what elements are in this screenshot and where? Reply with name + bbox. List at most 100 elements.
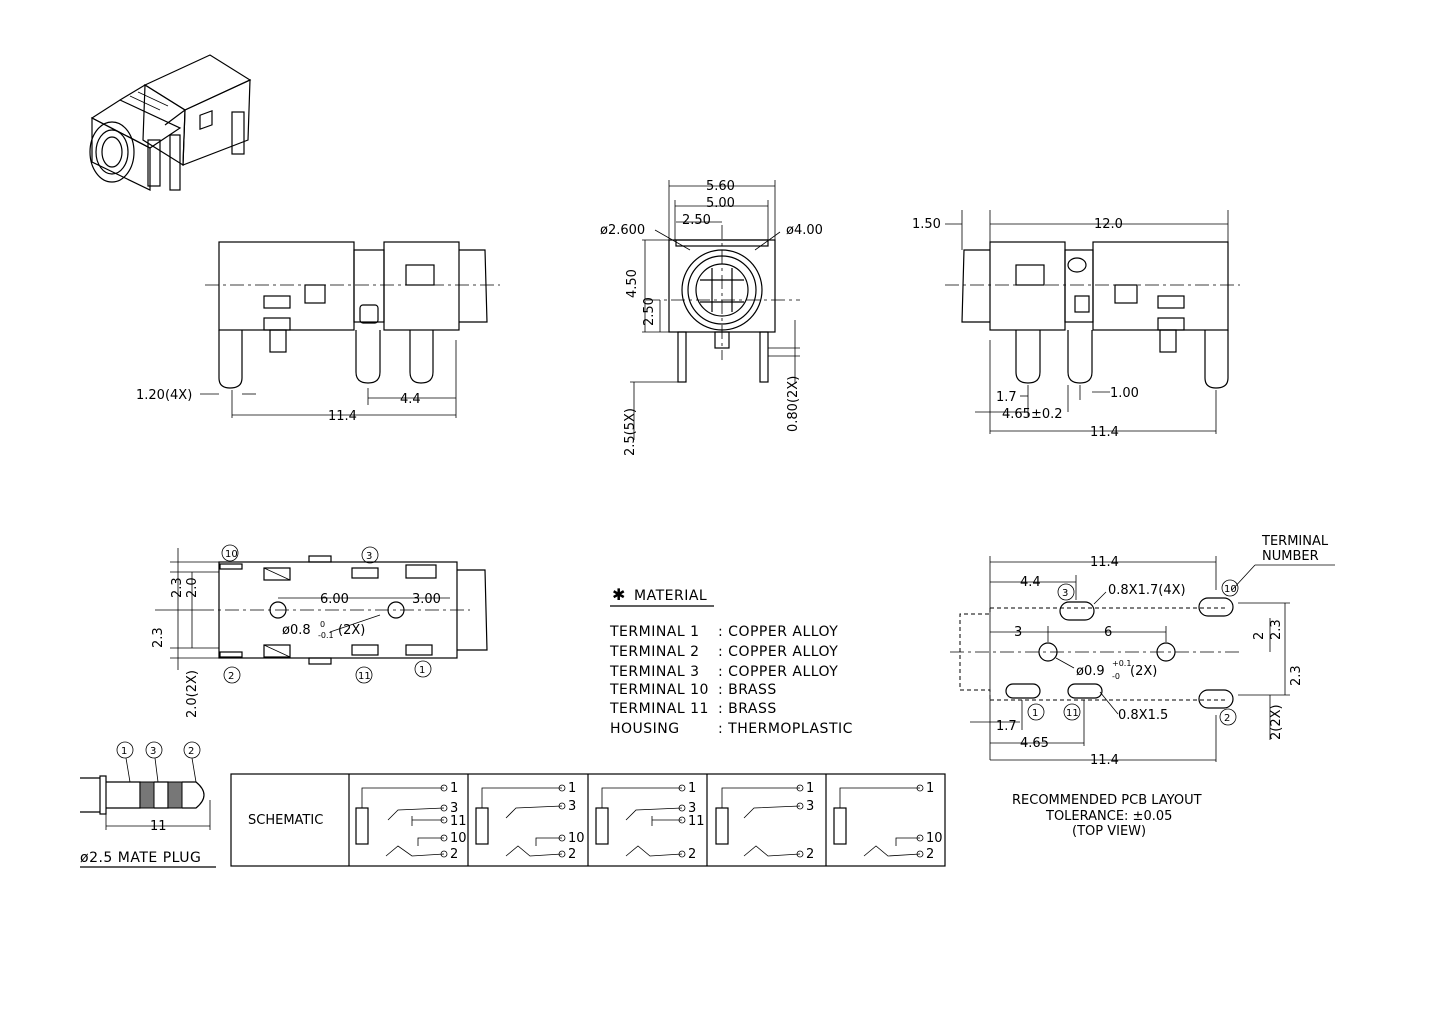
- pcb-dim-465: 4.65: [1020, 736, 1049, 751]
- pcb-dim-hole-main: ø0.9: [1076, 664, 1105, 679]
- schematic-cell-2: 1 3 10 2: [475, 781, 585, 862]
- left-side-view: 1.20(4X) 11.4 4.4: [136, 241, 500, 424]
- material-row-value: : COPPER ALLOY: [718, 644, 838, 660]
- pcb-terminal-10: 10: [1224, 584, 1237, 595]
- pcb-dim-2: 2: [1252, 632, 1267, 640]
- bottom-terminal-1: 1: [419, 665, 425, 676]
- dim-pin-pitch: 4.4: [400, 392, 421, 407]
- plug-dim-length: 11: [150, 819, 167, 834]
- pcb-dim-hole-tol-bottom: -0: [1112, 672, 1120, 681]
- schematic-table: SCHEMATIC 1 3 11 10 2: [230, 773, 946, 867]
- material-row-label: HOUSING: [610, 721, 680, 737]
- pcb-label-terminal: TERMINAL: [1261, 534, 1329, 549]
- dim-hole-main: ø0.8: [282, 623, 311, 638]
- pin-label: 3: [568, 799, 576, 814]
- dim-end: 3.00: [412, 592, 441, 607]
- pin-label: 1: [926, 781, 934, 796]
- dim-20-2x: 2.0(2X): [185, 670, 200, 718]
- dim-hole-qty: (2X): [338, 623, 365, 638]
- material-row-value: : COPPER ALLOY: [718, 624, 838, 640]
- pcb-dim-23-b: 2.3: [1289, 665, 1304, 686]
- bottom-terminal-3: 3: [366, 551, 372, 562]
- pcb-terminal-11: 11: [1066, 708, 1079, 719]
- dim-23-top: 2.3: [170, 577, 185, 598]
- dim-pin-width: 1.20(4X): [136, 388, 192, 403]
- pin-label: 2: [568, 847, 576, 862]
- plug-terminal-2: 2: [188, 746, 194, 757]
- bottom-terminal-2: 2: [228, 671, 234, 682]
- pcb-dim-hole-qty: (2X): [1130, 664, 1157, 679]
- pcb-dim-3: 3: [1014, 625, 1022, 640]
- pin-label: 1: [806, 781, 814, 796]
- pin-label: 2: [688, 847, 696, 862]
- material-row-value: : COPPER ALLOY: [718, 664, 838, 680]
- pcb-caption-2: TOLERANCE: ±0.05: [1045, 809, 1172, 824]
- dim-hole-tol-top: 0: [320, 620, 325, 629]
- schematic-cell-3: 1 3 11 2: [595, 781, 705, 862]
- pcb-dim-17: 1.7: [996, 719, 1017, 734]
- plug-terminal-3: 3: [150, 746, 156, 757]
- plug-terminal-1: 1: [121, 746, 127, 757]
- pcb-dim-slot-top: 0.8X1.7(4X): [1108, 583, 1186, 598]
- material-row-label: TERMINAL 11: [609, 701, 709, 717]
- plug-caption: ø2.5 MATE PLUG: [80, 850, 201, 866]
- pcb-caption-3: (TOP VIEW): [1072, 824, 1146, 839]
- pcb-layout: 3 10 1 11 2 TERMINAL NUMBER 11.4 4.4 0.8…: [950, 534, 1335, 839]
- material-row-value: : THERMOPLASTIC: [718, 721, 853, 737]
- pin-label: 10: [568, 831, 585, 846]
- material-row-label: TERMINAL 2: [609, 644, 700, 660]
- material-table: ✱ MATERIAL TERMINAL 1 : COPPER ALLOY TER…: [609, 585, 853, 737]
- dim-pin-thickness: 0.80(2X): [786, 376, 801, 432]
- pcb-terminal-1: 1: [1032, 708, 1038, 719]
- pin-label: 10: [926, 831, 943, 846]
- dim-overall: 11.4: [328, 409, 357, 424]
- mate-plug: 1 3 2 11 ø2.5 MATE PLUG: [80, 741, 216, 868]
- material-row-label: TERMINAL 1: [609, 624, 700, 640]
- pin-label: 2: [926, 847, 934, 862]
- pin-label: 11: [450, 814, 467, 829]
- pin-label: 3: [450, 801, 458, 816]
- dim-half: 2.50: [682, 213, 711, 228]
- pin-label: 2: [450, 847, 458, 862]
- dim-offset: 1.50: [912, 217, 941, 232]
- dim-length: 12.0: [1094, 217, 1123, 232]
- pcb-dim-overall-bottom: 11.4: [1090, 753, 1119, 768]
- pcb-dim-2-2x: 2(2X): [1269, 704, 1284, 740]
- dim-hole-dia: ø2.600: [600, 223, 645, 238]
- material-row-value: : BRASS: [718, 682, 777, 698]
- dim-hole-spacing: 6.00: [320, 592, 349, 607]
- pin-label: 1: [568, 781, 576, 796]
- asterisk-icon: ✱: [612, 585, 625, 604]
- dim-outer-dia: ø4.00: [786, 223, 823, 238]
- dim-c: 4.65±0.2: [1002, 407, 1063, 422]
- bottom-terminal-11: 11: [358, 671, 371, 682]
- dim-overall-right: 11.4: [1090, 425, 1119, 440]
- pin-label: 3: [688, 801, 696, 816]
- dim-23-left: 2.3: [151, 627, 166, 648]
- schematic-cell-4: 1 3 2: [715, 781, 814, 862]
- pin-label: 1: [450, 781, 458, 796]
- pcb-dim-hole-tol-top: +0.1: [1112, 659, 1131, 668]
- pin-label: 3: [806, 799, 814, 814]
- pcb-dim-slot-bottom: 0.8X1.5: [1118, 708, 1168, 723]
- pin-label: 2: [806, 847, 814, 862]
- bottom-terminal-10: 10: [225, 549, 238, 560]
- schematic-cell-5: 1 10 2: [833, 781, 943, 862]
- dim-height: 4.50: [625, 269, 640, 298]
- material-title: MATERIAL: [634, 588, 707, 604]
- pcb-terminal-3: 3: [1062, 588, 1068, 599]
- right-side-view: 1.50 12.0 1.7 1.00 4.65±0.2 11.4: [912, 210, 1240, 440]
- dim-center-height: 2.50: [642, 297, 657, 326]
- pcb-label-number: NUMBER: [1262, 549, 1319, 564]
- pcb-dim-23-a: 2.3: [1269, 619, 1284, 640]
- schematic-cell-1: 1 3 11 10 2: [355, 781, 467, 862]
- pcb-dim-44: 4.4: [1020, 575, 1041, 590]
- dim-width-outer: 5.60: [706, 179, 735, 194]
- schematic-label: SCHEMATIC: [248, 813, 323, 828]
- dim-b: 1.00: [1110, 386, 1139, 401]
- dim-pin-length: 2.5(5X): [623, 408, 638, 456]
- pcb-dim-6: 6: [1104, 625, 1112, 640]
- dim-width-inner: 5.00: [706, 196, 735, 211]
